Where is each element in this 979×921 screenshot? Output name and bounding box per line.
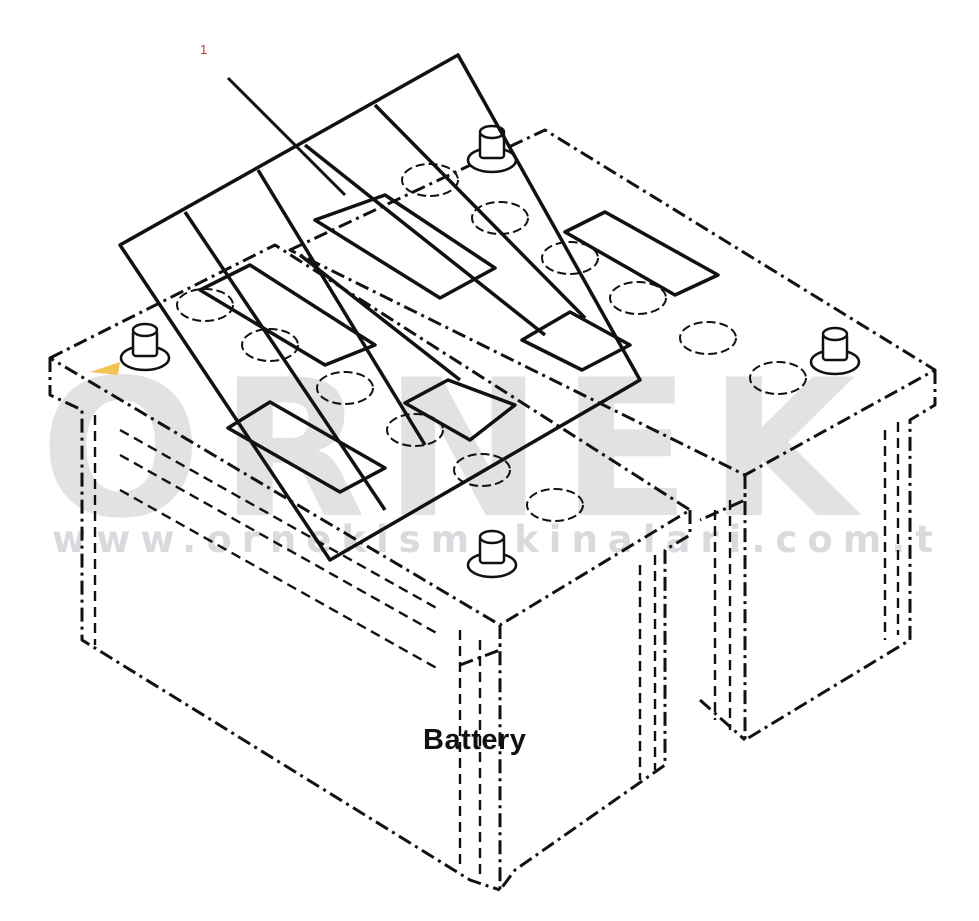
front-battery-edge bbox=[459, 625, 502, 667]
terminals bbox=[90, 124, 861, 579]
rear-battery-ribs bbox=[713, 422, 900, 730]
decal-label-4 bbox=[226, 400, 387, 494]
front-battery bbox=[48, 243, 692, 892]
decal-label-5 bbox=[403, 378, 517, 442]
terminal-front-left bbox=[90, 322, 171, 375]
rear-battery-right-side bbox=[743, 370, 937, 742]
rear-battery bbox=[288, 128, 937, 742]
decal-label-6 bbox=[520, 310, 632, 372]
rear-battery-front-side bbox=[699, 475, 747, 742]
front-battery-ribs bbox=[93, 415, 657, 880]
front-battery-top bbox=[48, 243, 692, 627]
decal-sheet-outline bbox=[118, 53, 642, 562]
decal-label-2 bbox=[313, 193, 497, 300]
decal-label-3 bbox=[563, 210, 720, 297]
rear-battery-top bbox=[288, 128, 937, 477]
decal-label-1 bbox=[198, 263, 377, 367]
terminal-rear-right bbox=[809, 326, 861, 376]
callout-leader-line bbox=[226, 76, 347, 197]
battery-label: Battery bbox=[423, 724, 527, 756]
decal-sheet bbox=[118, 53, 720, 562]
front-battery-left-side bbox=[48, 358, 501, 892]
callout-number: 1 bbox=[200, 42, 208, 57]
watermark-logo: ORNEK bbox=[40, 339, 874, 560]
terminal-front-right bbox=[466, 529, 518, 579]
front-battery-right-side bbox=[498, 510, 692, 892]
